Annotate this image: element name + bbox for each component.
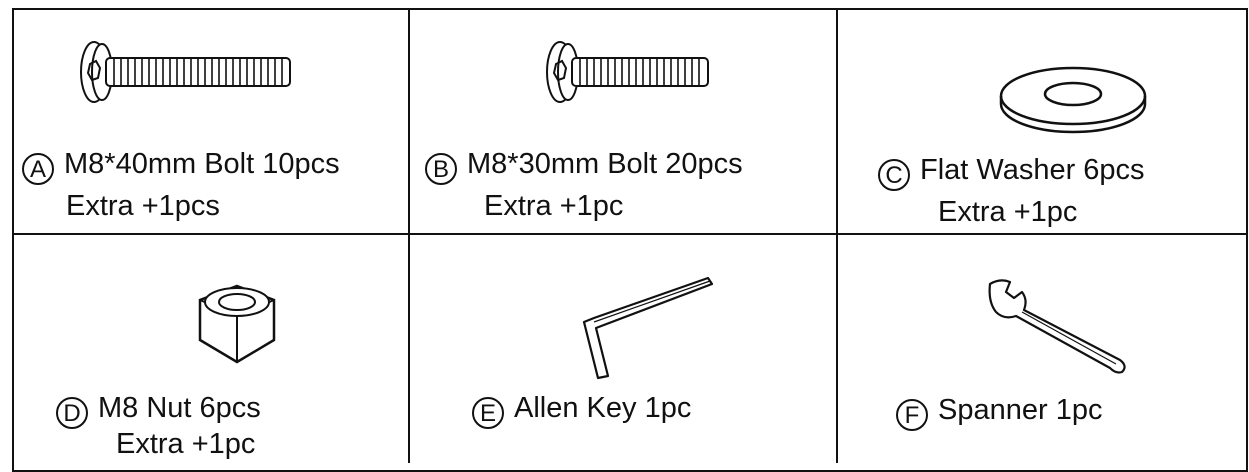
allen-key-icon xyxy=(582,276,714,380)
letter-badge-c: C xyxy=(878,159,910,191)
letter-badge-b: B xyxy=(425,153,457,185)
part-name-b: M8*30mm Bolt 20pcs xyxy=(467,148,743,180)
part-name-f: Spanner 1pc xyxy=(938,394,1103,426)
part-label-c: C Flat Washer 6pcs xyxy=(878,150,1145,191)
part-label-b: B M8*30mm Bolt 20pcs xyxy=(425,144,743,185)
part-extra-a: Extra +1pcs xyxy=(66,190,220,222)
part-label-f: F Spanner 1pc xyxy=(896,390,1102,431)
letter-badge-f: F xyxy=(896,399,928,431)
part-label-e: E Allen Key 1pc xyxy=(472,388,691,429)
part-name-c: Flat Washer 6pcs xyxy=(920,154,1145,186)
part-name-e: Allen Key 1pc xyxy=(514,392,692,424)
part-name-a: M8*40mm Bolt 10pcs xyxy=(64,148,340,180)
nut-icon xyxy=(198,284,276,364)
part-name-d: M8 Nut 6pcs xyxy=(98,392,261,424)
row-divider xyxy=(12,233,1248,235)
letter-badge-d: D xyxy=(56,397,88,429)
column-divider-2 xyxy=(836,8,838,463)
part-label-a: A M8*40mm Bolt 10pcs xyxy=(22,144,340,185)
part-label-d: D M8 Nut 6pcs xyxy=(56,388,261,429)
washer-icon xyxy=(999,66,1147,134)
part-extra-c: Extra +1pc xyxy=(938,196,1078,228)
part-extra-b: Extra +1pc xyxy=(484,190,624,222)
long-bolt-icon xyxy=(80,41,291,103)
short-bolt-icon xyxy=(546,41,709,103)
letter-badge-e: E xyxy=(472,397,504,429)
part-extra-d: Extra +1pc xyxy=(116,428,256,460)
column-divider-1 xyxy=(408,8,410,463)
letter-badge-a: A xyxy=(22,153,54,185)
spanner-icon xyxy=(988,279,1126,374)
